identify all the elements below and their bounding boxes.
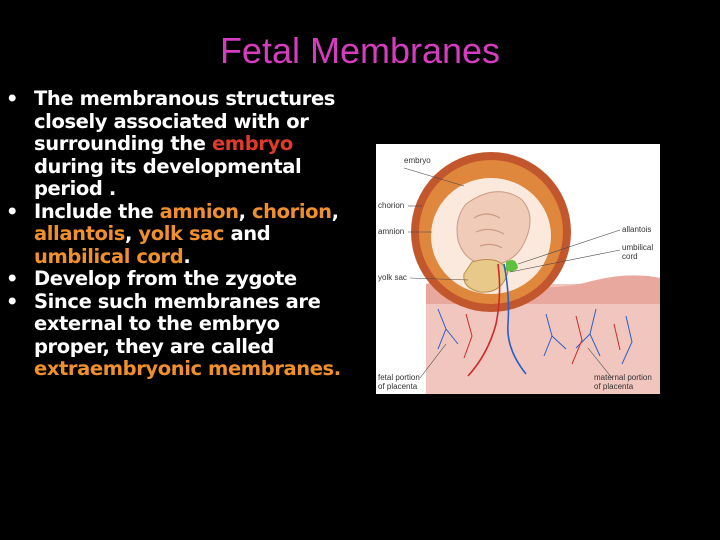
label-umbilical-cord: umbilical [622,243,654,252]
label-maternal-portion: of placenta [594,382,634,391]
bullet-item: • The membranous structures closely asso… [6,87,358,201]
label-amnion: amnion [378,227,405,236]
bullet-marker: • [6,87,19,110]
bullet-text: , [238,199,252,223]
villi-branches-red [463,313,621,365]
umbilical-vessel-blue [503,263,527,375]
highlight-term: umbilical cord [34,244,184,268]
label-chorion: chorion [378,201,405,210]
diagram-illustration [403,152,660,394]
bullet-item: • Include the amnion, chorion, allantois… [6,199,358,269]
highlight-term: yolk sac [138,222,225,245]
yolk-sac-shape [463,259,509,293]
label-umbilical-cord: cord [622,252,638,261]
bullet-text: , [124,222,139,245]
bullet-text: and [224,222,271,245]
bullet-item: • Develop from the zygote [6,267,358,291]
label-allantois: allantois [622,225,652,234]
umbilical-vessel-red [467,263,501,377]
embryo-shape [456,191,531,267]
label-leader-lines [403,167,621,379]
label-fetal-portion: of placenta [378,382,418,391]
label-fetal-portion: fetal portion [378,373,420,382]
bullet-marker: • [6,289,19,313]
bullet-text: . [183,244,191,268]
slide-title: Fetal Membranes [219,30,501,71]
label-embryo: embryo [404,156,431,165]
embryo-detail [473,213,505,249]
villi-branches [437,308,633,365]
label-maternal-portion: maternal portion [594,373,652,382]
bullet-text: during its developmental period . [34,154,302,200]
fetal-membranes-diagram: embryo chorion amnion allantois umbilica… [376,144,660,394]
highlight-term: allantois [34,222,125,245]
bullet-text: Include the [34,199,160,223]
bullet-marker: • [6,267,19,290]
bullet-item: • Since such membranes are external to t… [6,289,358,381]
label-yolk-sac: yolk sac [378,273,407,282]
bullet-text: Develop from the zygote [34,267,297,290]
highlight-term: extraembryonic membranes. [34,357,341,380]
bullet-text: The membranous structures closely associ… [34,87,335,155]
highlight-term: chorion [252,199,332,223]
bullet-text: Since such membranes are external to the… [34,289,321,358]
highlight-term: embryo [211,132,293,155]
allantois-shape [506,260,518,272]
bullet-list: • The membranous structures closely asso… [6,87,358,381]
highlight-term: amnion [159,199,239,223]
bullet-text: , [331,199,339,223]
bullet-marker: • [6,199,19,223]
